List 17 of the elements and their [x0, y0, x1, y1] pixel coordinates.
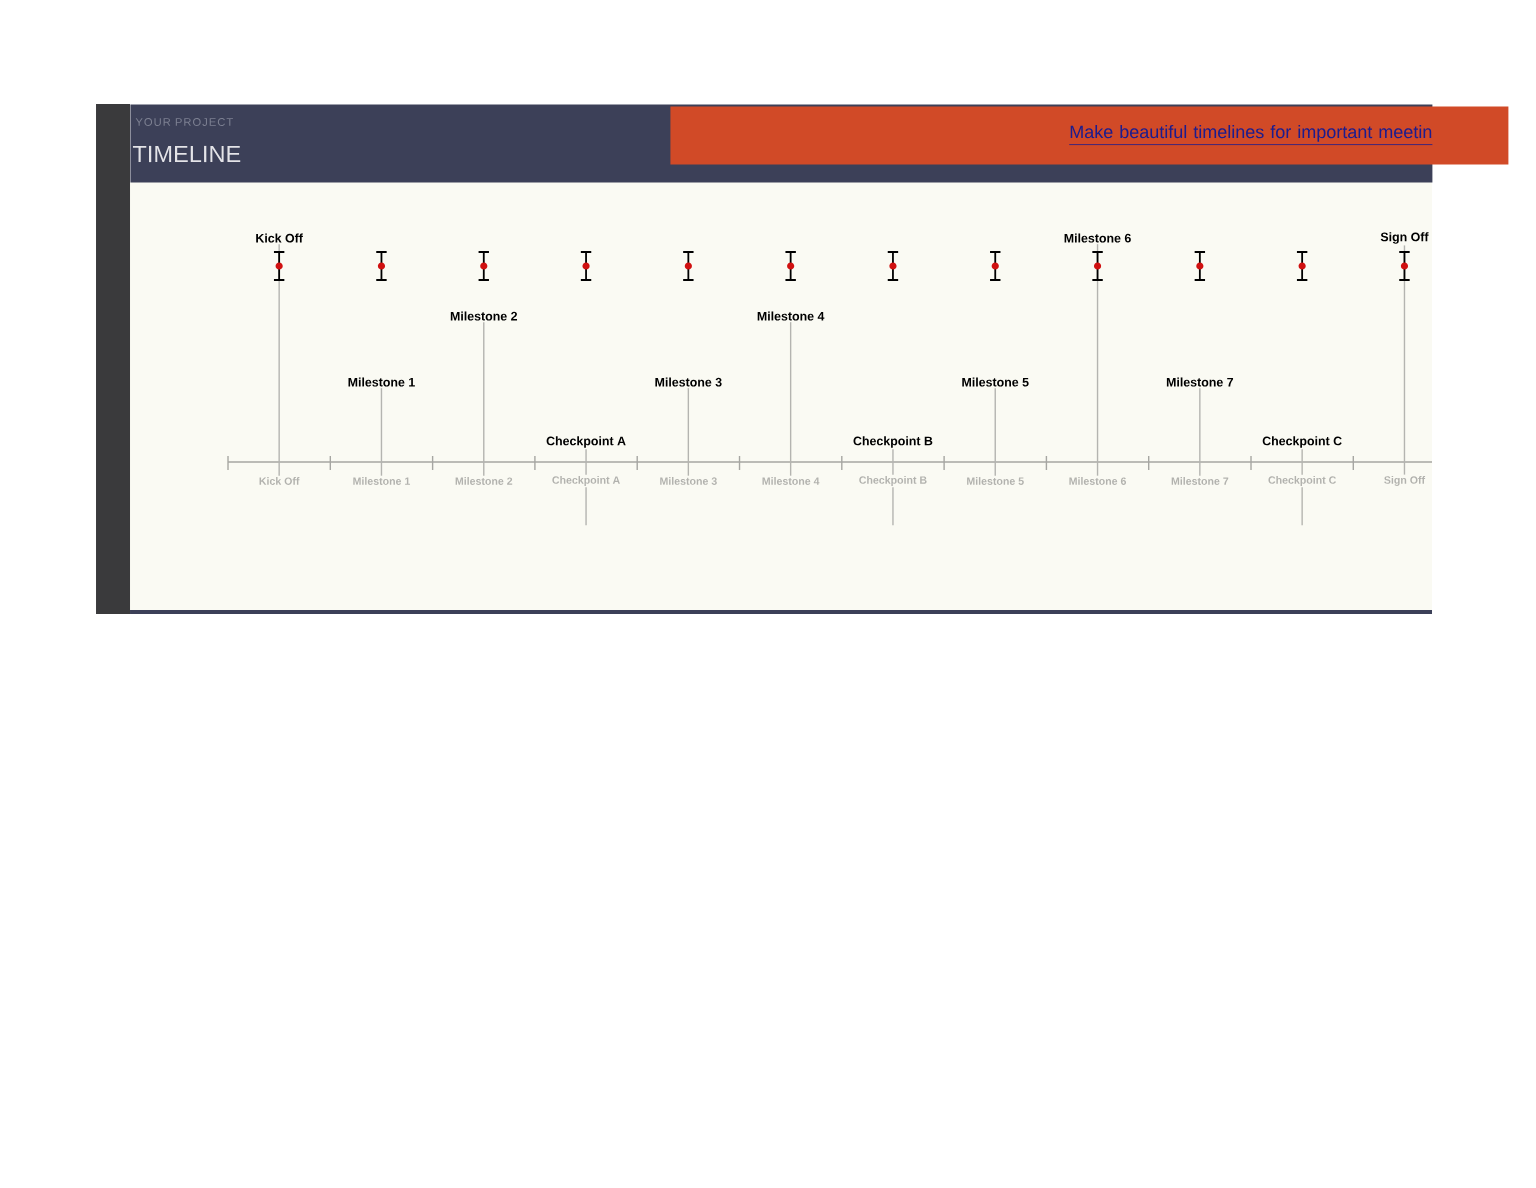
leader-line — [585, 448, 587, 476]
leader-line — [1403, 244, 1406, 476]
leader-line — [585, 486, 587, 527]
link-banner: Make beautiful timelines for important meetin — [670, 106, 1509, 165]
leader-line — [892, 486, 894, 527]
title-text: TIMELINE — [132, 145, 241, 163]
leader-line — [892, 448, 894, 476]
leader-line — [789, 321, 792, 477]
leader-line — [483, 321, 485, 477]
leader-line — [1096, 243, 1099, 477]
leader-line — [1301, 486, 1303, 527]
leader-line — [994, 387, 996, 477]
leader-line — [278, 243, 280, 477]
leader-line — [1301, 448, 1303, 476]
leader-line — [380, 387, 383, 477]
leader-line — [1199, 387, 1201, 477]
leader-line — [687, 387, 690, 477]
